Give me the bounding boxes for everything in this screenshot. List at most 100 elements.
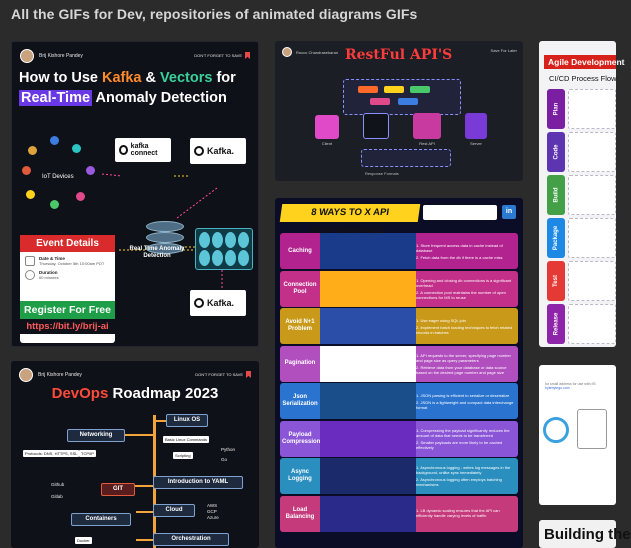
gif-card-agile-cicd[interactable]: Agile Development CI/CD Process Flow Pla…: [539, 41, 625, 347]
date-label: Date & Time: [39, 256, 65, 261]
node-containers: Containers: [71, 513, 131, 526]
database-stack-icon: [134, 217, 196, 267]
card-author: Brij Kishore Pandey: [20, 49, 83, 63]
node-gitlab: Gitlab: [51, 494, 63, 499]
response-formats-label: Response Formats: [365, 171, 399, 176]
rest-api-cloud-icon: [413, 113, 441, 139]
perf-row-label: Caching: [288, 247, 312, 254]
node-python: Python: [221, 447, 236, 452]
stage-panel: [568, 218, 616, 258]
vector-cell: [225, 232, 236, 248]
stage-label: Test: [553, 275, 559, 287]
event-duration-row: Duration 60 minutes: [20, 266, 115, 280]
vector-cell: [212, 250, 223, 266]
perf-row-point: 2. JSON is a lightweight and compact dat…: [416, 399, 514, 410]
gif-card-diagram[interactable]: for small address for use with IIS byteb…: [539, 365, 616, 505]
node-intro-yaml: Introduction to YAML: [153, 476, 243, 489]
title-part: for: [212, 70, 236, 86]
device-icon: [72, 144, 81, 153]
perf-row-label: Json Serialization: [282, 394, 318, 407]
stage-panel: [568, 89, 616, 129]
perf-row-text: 1. Store frequent access data in cache i…: [416, 243, 518, 260]
duration-label: Duration: [39, 270, 58, 275]
calendar-icon: [25, 256, 35, 266]
stage-panel: [568, 304, 616, 344]
node-protocols: Protocols: DNS, HTTPS, SSL: [23, 450, 80, 457]
card-title: Agile Development: [544, 55, 625, 69]
perf-row-point: 1. Opening and closing db connections is…: [416, 277, 512, 288]
card-link[interactable]: bytebytego.com: [545, 386, 570, 390]
iot-label: IoT Devices: [42, 174, 74, 180]
card-subtitle: CI/CD Process Flow: [549, 74, 617, 83]
node-git: GIT: [101, 483, 135, 496]
node-basic-linux: Basic Linux Commands: [163, 436, 210, 443]
perf-row-point: 1. Store frequent access data in cache i…: [416, 242, 503, 253]
device-icon: [50, 200, 59, 209]
gear-icon: [363, 113, 389, 139]
stage-panel: [568, 132, 616, 172]
response-formats-box: [361, 149, 451, 167]
kafka-badge: Kafka.: [190, 138, 246, 164]
perf-row-illustration: [320, 270, 416, 307]
kafka-label: Kafka.: [207, 146, 235, 156]
event-date-row: Date & Time Thursday, October 5th 10:00a…: [20, 252, 115, 266]
db-disk: [146, 232, 184, 243]
stage-code: Code: [547, 132, 565, 172]
avatar: [282, 47, 292, 57]
vector-cell: [199, 232, 210, 248]
title-vectors: Vectors: [160, 70, 213, 86]
gif-card-kafka-vectors[interactable]: Brij Kishore Pandey DON'T FORGET TO SAVE…: [11, 41, 259, 347]
clock-icon: [25, 270, 35, 280]
vector-cell: [199, 250, 210, 266]
node-linux-os: Linux OS: [166, 414, 208, 427]
roadmap-branch: [156, 420, 166, 422]
roadmap-branch: [136, 511, 153, 513]
register-link[interactable]: https://bit.ly/brij-ai: [20, 319, 115, 334]
perf-row-point: 1. Asynchronous logging - writes log mes…: [416, 465, 511, 475]
rest-api-label: Rest API: [419, 141, 435, 146]
node-orchestration: Orchestration: [153, 533, 229, 546]
method-pill: [398, 98, 418, 105]
db-disk: [146, 243, 184, 254]
gif-card-restful-api[interactable]: Rocco Chandrasekaran Save For Later Rest…: [275, 41, 523, 181]
stage-label: Release: [553, 312, 559, 336]
perf-row-illustration: [320, 308, 416, 344]
perf-row-illustration: [320, 420, 416, 457]
gif-card-building[interactable]: Building the: [539, 520, 631, 548]
stage-test: Test: [547, 261, 565, 301]
method-pill: [384, 86, 404, 93]
register-button[interactable]: Register For Free: [20, 301, 115, 319]
card-title: Building the: [544, 526, 631, 543]
vector-grid-icon: [195, 228, 253, 270]
card-title: 8 WAYS TO X API PERFORMANCE: [279, 204, 421, 236]
card-caption: for small address for use with IIS: [545, 382, 596, 386]
node-cloud: Cloud: [153, 504, 195, 517]
roadmap-branch: [136, 539, 153, 541]
kafka-connect-label: kafka connect: [130, 143, 158, 157]
device-icon: [22, 166, 31, 175]
perf-row-point: 1. Compressing the payload significantly…: [416, 427, 510, 438]
stage-build: Build: [547, 175, 565, 215]
device-icon: [50, 136, 59, 145]
kafka-connect-badge: kafka connect: [115, 138, 171, 162]
vector-cell: [212, 232, 223, 248]
node-tcpip: TCP/IP: [79, 450, 96, 457]
perf-row-illustration: [320, 345, 416, 382]
perf-row-point: 2. Implement batch loading techniques to…: [416, 324, 513, 335]
perf-row-label: Connection Pool: [283, 281, 317, 295]
perf-row-text: 1. JSON parsing is efficient to serializ…: [416, 393, 518, 410]
perf-row-text: 1. Asynchronous logging - writes log mes…: [416, 465, 518, 487]
bookmark-icon: [245, 52, 250, 59]
title-part: How to Use: [19, 70, 102, 86]
stage-package: Package: [547, 218, 565, 258]
date-value: Thursday, October 5th 10:00am PDT: [39, 261, 105, 266]
title-part: Anomaly Detection: [92, 90, 227, 106]
perf-row-label: Load Balancing: [285, 506, 315, 520]
save-hint-text: DON'T FORGET TO SAVE: [195, 372, 243, 377]
client-label: Client: [321, 141, 333, 146]
gif-card-devops-roadmap[interactable]: Brij Kishore Pandey DON'T FORGET TO SAVE…: [11, 361, 259, 548]
http-methods-box: [343, 79, 461, 115]
